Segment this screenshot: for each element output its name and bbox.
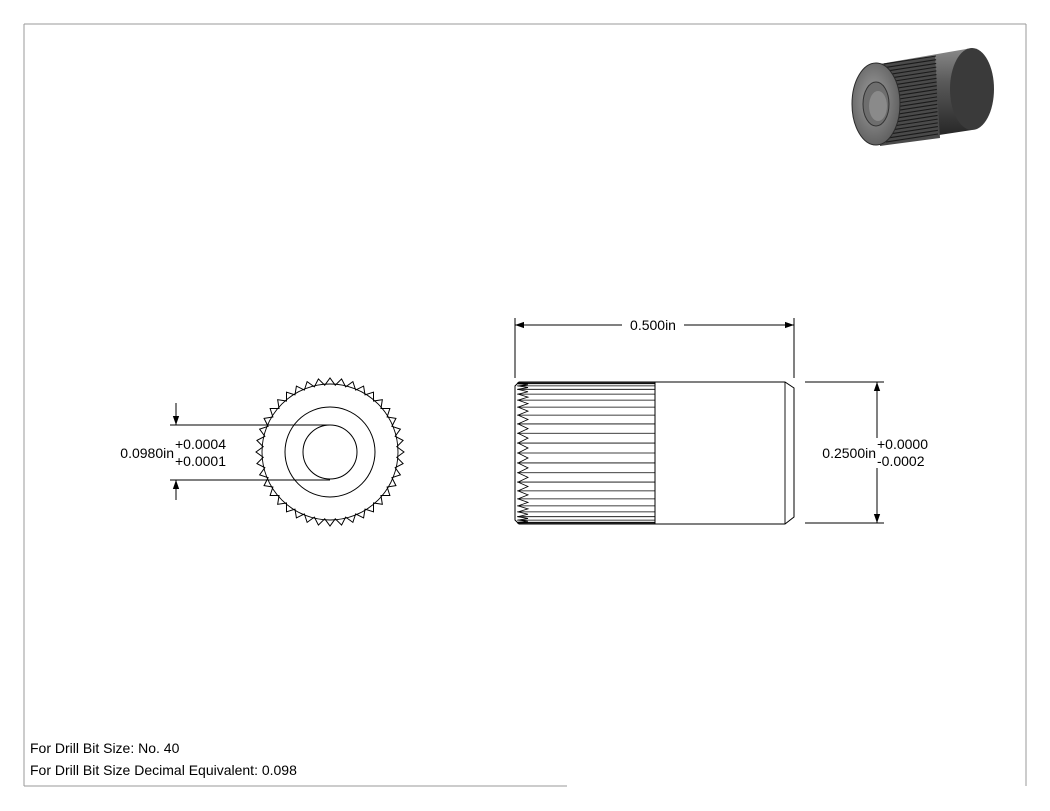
outer-diameter-dimension: 0.2500in +0.0000 -0.0002 — [805, 381, 928, 524]
outer-diameter-tolerance-lower: -0.0002 — [877, 453, 925, 469]
length-value: 0.500in — [630, 317, 676, 333]
sheet-border — [23, 23, 1027, 787]
knurled-outer-profile — [255, 377, 405, 527]
drill-bit-decimal-note: For Drill Bit Size Decimal Equivalent: 0… — [30, 762, 297, 778]
outer-diameter-value: 0.2500in — [822, 445, 876, 461]
bore-tolerance-upper: +0.0004 — [175, 436, 226, 452]
chamfer-circle — [284, 406, 376, 498]
drill-bit-size-note: For Drill Bit Size: No. 40 — [30, 740, 180, 756]
knurl-root-circle — [261, 383, 399, 521]
bore-tolerance-lower: +0.0001 — [175, 453, 226, 469]
bore-diameter-value: 0.0980in — [120, 445, 174, 461]
end-view — [255, 377, 405, 527]
outer-diameter-tolerance-upper: +0.0000 — [877, 436, 928, 452]
knurl-lines — [517, 382, 655, 524]
bore-diameter-dimension: 0.0980in +0.0004 +0.0001 — [120, 403, 330, 500]
length-dimension: 0.500in — [514, 317, 795, 378]
side-view — [514, 381, 795, 525]
isometric-part-thumbnail — [851, 48, 994, 146]
